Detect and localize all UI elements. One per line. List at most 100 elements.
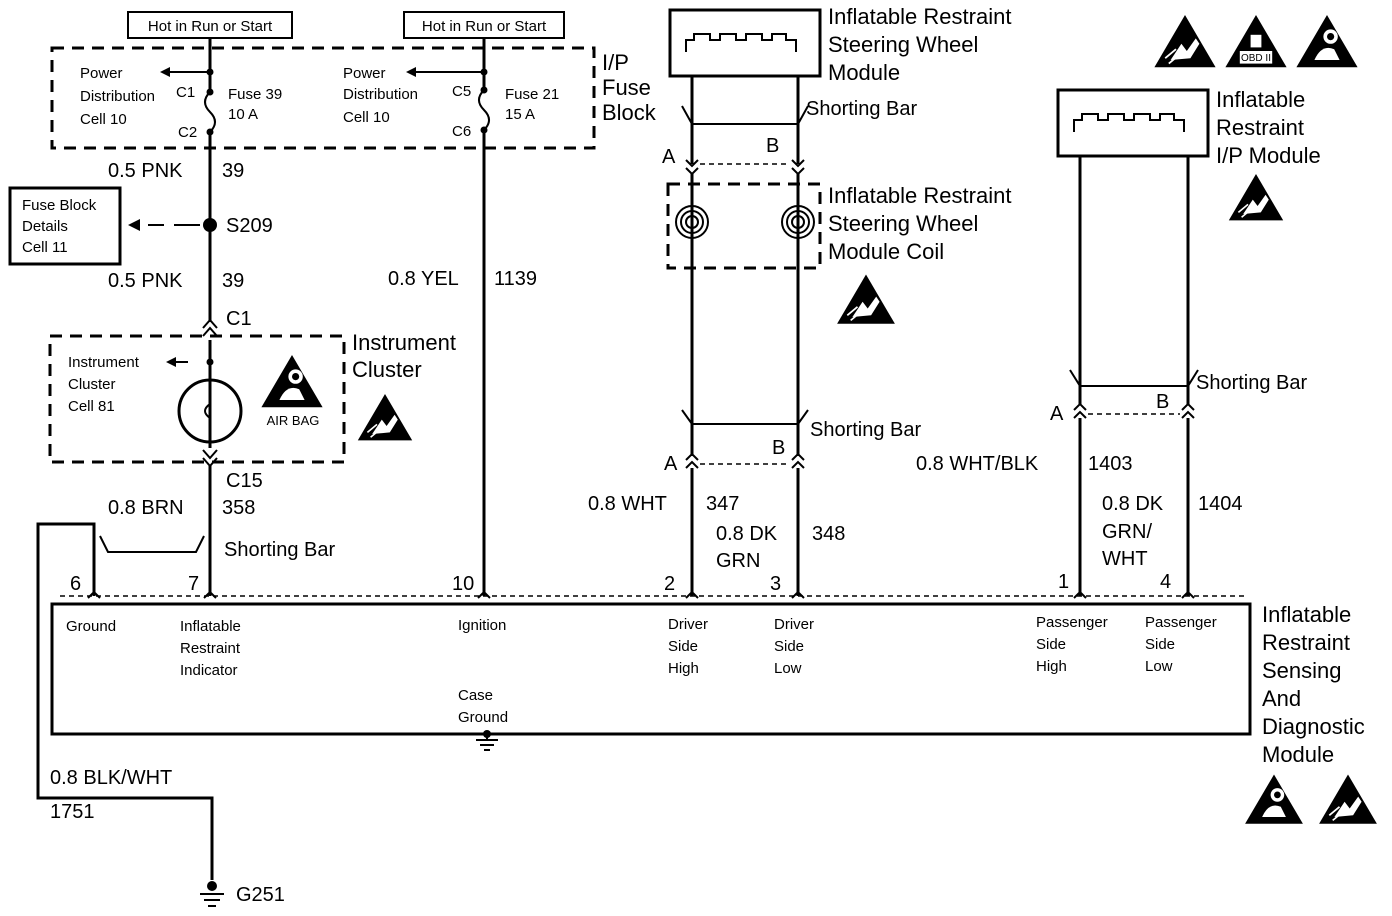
ip-fuse-block-title-3: Block [602,100,657,125]
pin-3: 3 [770,573,781,595]
wire-39-circuit-2: 39 [222,270,244,292]
pin-2: 2 [664,573,675,595]
shorting-bar-icon [1069,369,1199,387]
esd-warning-icon [836,273,896,325]
connector-c15-label: C15 [226,470,263,492]
shorting-bar-label-1: Shorting Bar [224,539,336,561]
sdm-title-2: Restraint [1262,630,1350,655]
steering-conn-a-top: A [662,146,676,168]
module-connector-icon [1073,113,1185,132]
ground-symbol-icon [200,881,224,907]
arrow-left-icon [160,67,170,77]
cluster-ref-2: Cluster [68,376,116,393]
fuse-21-label: Fuse 21 [505,86,559,103]
wire-brn-label: 0.8 BRN [108,497,184,519]
wire-1404-circuit: 1404 [1198,493,1243,515]
sdm-indicator-1: Inflatable [180,618,241,635]
wire-yel-label: 0.8 YEL [388,268,459,290]
airbag-label: AIR BAG [267,413,320,428]
hot-run-start-label-1: Hot in Run or Start [148,18,273,35]
steering-conn-b-top: B [766,135,779,157]
wire-348-circuit: 348 [812,523,845,545]
fuse-c1-label: C1 [176,84,195,101]
arrow-left-icon [128,219,140,231]
wire-1403-circuit: 1403 [1088,453,1133,475]
connector-c1-icon [202,318,218,337]
pin-10: 10 [452,573,474,595]
steering-conn-b-bottom: B [772,437,785,459]
sdm-driver-high-1: Driver [668,616,708,633]
wire-blk-wht-1751 [36,522,214,880]
esd-warning-icon [1318,773,1378,825]
obd-ii-icon [1225,14,1287,68]
sdm-box [50,602,1252,736]
steering-module-title-1: Inflatable Restraint [828,4,1011,29]
airbag-warning-icon [1296,14,1358,68]
ip-module-title-1: Inflatable [1216,87,1305,112]
ip-module-title-3: I/P Module [1216,143,1321,168]
wire-dk-grn-label-1: 0.8 DK [716,523,778,545]
wire-dk-grn-wht-label-2: GRN/ [1102,521,1152,543]
shorting-bar-icon [681,409,809,425]
coil-title-2: Steering Wheel [828,211,978,236]
wire-1139-circuit: 1139 [494,268,537,290]
clockspring-coil-icon [675,205,709,239]
power-dist-2b: Distribution [343,86,418,103]
sdm-title-1: Inflatable [1262,602,1351,627]
steering-wheel-module-box [668,8,822,78]
splice-s209 [203,218,217,232]
wire-dk-grn-wht-label-1: 0.8 DK [1102,493,1164,515]
sdm-case-ground-1: Case [458,687,493,704]
sdm-driver-low-1: Driver [774,616,814,633]
shorting-bar-label-3: Shorting Bar [810,419,922,441]
power-dist-1a: Power [80,65,123,82]
splice-s209-label: S209 [226,215,273,237]
shorting-bar-icon [99,535,205,553]
fuse-block-details-box [8,186,122,266]
instrument-cluster-title-2: Cluster [352,357,422,382]
power-dist-2a: Power [343,65,386,82]
sdm-title-4: And [1262,686,1301,711]
clockspring-coil-icon [781,205,815,239]
instrument-cluster-title-1: Instrument [352,330,456,355]
wire-wht-label: 0.8 WHT [588,493,667,515]
ip-fuse-block-title-1: I/P [602,50,629,75]
pin-7: 7 [188,573,199,595]
connector-icon [1073,402,1087,419]
ground-symbol-icon [476,730,498,751]
pin-connector-marks [87,590,1195,599]
steering-conn-a-bottom: A [664,453,678,475]
shorting-bar-icon [681,105,809,125]
sdm-ground: Ground [66,618,116,635]
fuse-c2-label: C2 [178,124,197,141]
connector-icon [685,452,699,469]
arrow-left-icon [166,357,176,367]
steering-module-title-3: Module [828,60,900,85]
power-dist-1b: Distribution [80,88,155,105]
wire-pnk-label-2: 0.5 PNK [108,270,183,292]
fuse-details-3: Cell 11 [22,239,68,256]
sdm-indicator-3: Indicator [180,662,238,679]
ground-g251-label: G251 [236,884,285,906]
esd-warning-icon [1153,14,1217,69]
sdm-title-3: Sensing [1262,658,1342,683]
sdm-title-6: Module [1262,742,1334,767]
fuse-39-rating: 10 A [228,106,258,123]
sdm-pass-low-2: Side [1145,636,1175,653]
sdm-ignition: Ignition [458,617,506,634]
wire-1751-circuit: 1751 [50,801,95,823]
pin-4: 4 [1160,571,1171,593]
module-connector-icon [685,33,797,52]
pin-1: 1 [1058,571,1069,593]
wire-dk-grn-wht-label-3: WHT [1102,548,1148,570]
ip-fuse-block-outline [50,46,596,150]
ip-module-title-2: Restraint [1216,115,1304,140]
ip-module-box [1056,88,1210,158]
wire-pnk-label-1: 0.5 PNK [108,160,183,182]
sdm-title-5: Diagnostic [1262,714,1365,739]
obd-ii-badge-text: OBD II [1241,53,1271,64]
sdm-pass-low-3: Low [1145,658,1173,675]
wire-blk-wht-label: 0.8 BLK/WHT [50,767,172,789]
sdm-case-ground-2: Ground [458,709,508,726]
